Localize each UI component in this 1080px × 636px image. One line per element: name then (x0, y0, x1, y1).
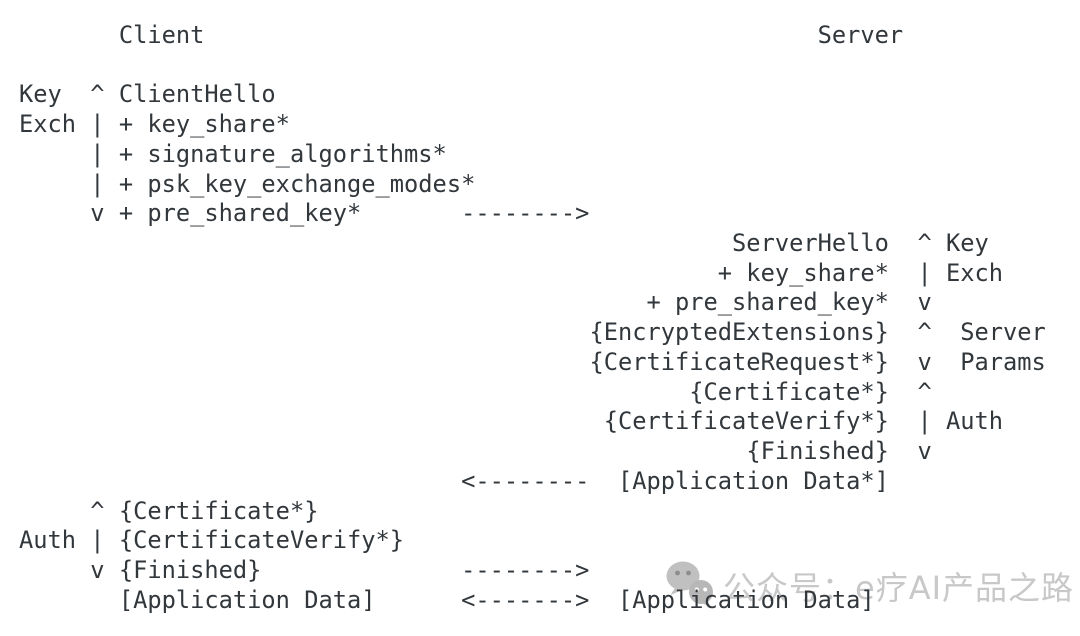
message-certificate: {Certificate*} (118, 496, 319, 525)
extension-pre-shared-key: + pre_shared_key* (646, 288, 889, 317)
message-finished: {Finished} (746, 437, 889, 466)
extension-pre-shared-key: + pre_shared_key* (118, 199, 362, 228)
row-signature-algorithms: | + signature_algorithms* (19, 140, 1059, 170)
row-certificate-request: {CertificateRequest*} v Params (19, 348, 1059, 378)
message-certificate-verify: {CertificateVerify*} (118, 526, 405, 555)
row-server-app-data: <-------- [Application Data*] (19, 467, 1059, 497)
message-certificate: {Certificate*} (689, 377, 889, 406)
bracket-top: ^ (917, 318, 932, 347)
message-client-hello: ClientHello (118, 80, 276, 109)
row-server-hello: ServerHello ^ Key (19, 229, 1059, 259)
bracket-bottom: v (917, 437, 932, 466)
key-exch-label-line1: Key (19, 80, 62, 109)
bracket-mid: | (90, 139, 105, 168)
extension-signature-algorithms: + signature_algorithms* (118, 139, 447, 168)
message-finished: {Finished} (118, 555, 262, 584)
row-pre-shared-key: v + pre_shared_key* --------> (19, 199, 1059, 229)
message-application-data-client: [Application Data] (118, 585, 376, 614)
bracket-mid: | (90, 526, 105, 555)
bracket-top: ^ (917, 229, 932, 258)
bracket-top: ^ (90, 80, 105, 109)
row-encrypted-extensions: {EncryptedExtensions} ^ Server (19, 318, 1059, 348)
message-application-data-optional: [Application Data*] (617, 466, 889, 495)
server-key-exch-label-line1: Key (945, 229, 989, 258)
message-server-hello: ServerHello (732, 229, 889, 258)
row-server-key-share: + key_share* | Exch (19, 259, 1059, 289)
message-certificate-request: {CertificateRequest*} (589, 347, 889, 376)
client-auth-label: Auth (19, 526, 77, 555)
key-exch-label-line2: Exch (19, 110, 77, 139)
row-server-certificate-verify: {CertificateVerify*} | Auth (19, 407, 1059, 437)
arrow-left: <-------- (461, 466, 590, 495)
bracket-bottom: v (90, 555, 105, 584)
server-params-label-line2: Params (960, 347, 1046, 376)
row-client-certificate-verify: Auth | {CertificateVerify*} (19, 526, 1059, 556)
row-client-certificate: ^ {Certificate*} (19, 497, 1059, 527)
row-client-hello: Key ^ ClientHello (19, 80, 1059, 110)
row-app-data-exchange: [Application Data] <-------> [Application … (19, 586, 1059, 616)
server-params-label-line1: Server (960, 318, 1046, 347)
extension-key-share: + key_share* (717, 258, 889, 287)
bracket-top: ^ (90, 496, 105, 525)
bracket-mid: | (917, 258, 932, 287)
bracket-top: ^ (917, 377, 932, 406)
arrow-both: <-------> (461, 585, 590, 614)
arrow-right: --------> (461, 199, 590, 228)
bracket-mid: | (917, 407, 932, 436)
row-spacer (19, 51, 1059, 81)
bracket-bottom: v (917, 347, 932, 376)
row-headers: Client Server (19, 21, 1059, 51)
bracket-bottom: v (917, 288, 932, 317)
server-key-exch-label-line2: Exch (945, 258, 1004, 287)
bracket-mid: | (90, 110, 105, 139)
extension-psk-key-exchange-modes: + psk_key_exchange_modes* (118, 169, 476, 198)
row-psk-key-exchange-modes: | + psk_key_exchange_modes* (19, 170, 1059, 200)
message-encrypted-extensions: {EncryptedExtensions} (589, 318, 889, 347)
extension-key-share: + key_share* (118, 110, 290, 139)
row-server-pre-shared-key: + pre_shared_key* v (19, 288, 1059, 318)
row-server-finished: {Finished} v (19, 437, 1059, 467)
message-certificate-verify: {CertificateVerify*} (603, 407, 889, 436)
message-application-data-server: [Application Data] (617, 585, 875, 614)
row-client-finished: v {Finished} --------> (19, 556, 1059, 586)
bracket-mid: | (90, 169, 105, 198)
arrow-right: --------> (461, 555, 590, 584)
server-header: Server (817, 21, 904, 49)
row-server-certificate: {Certificate*} ^ (19, 378, 1059, 408)
bracket-bottom: v (90, 199, 105, 228)
server-auth-label: Auth (945, 407, 1004, 436)
row-key-share: Exch | + key_share* (19, 110, 1059, 140)
client-header: Client (118, 21, 205, 49)
